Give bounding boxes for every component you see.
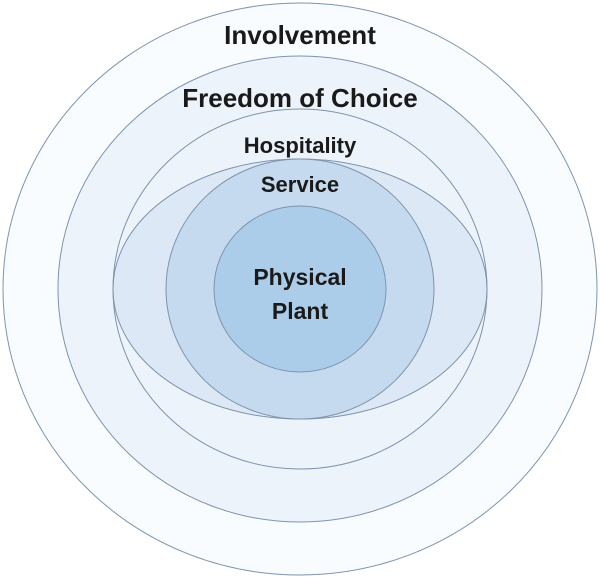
label-service: Service	[261, 172, 339, 197]
label-hospitality: Hospitality	[244, 133, 357, 158]
label-physical: Physical	[253, 264, 346, 290]
ring-hospitality-outline	[112, 108, 488, 470]
label-plant: Plant	[272, 298, 329, 324]
ring-physical-plant	[213, 205, 387, 373]
label-freedom-of-choice: Freedom of Choice	[182, 83, 417, 113]
label-involvement: Involvement	[224, 20, 376, 50]
